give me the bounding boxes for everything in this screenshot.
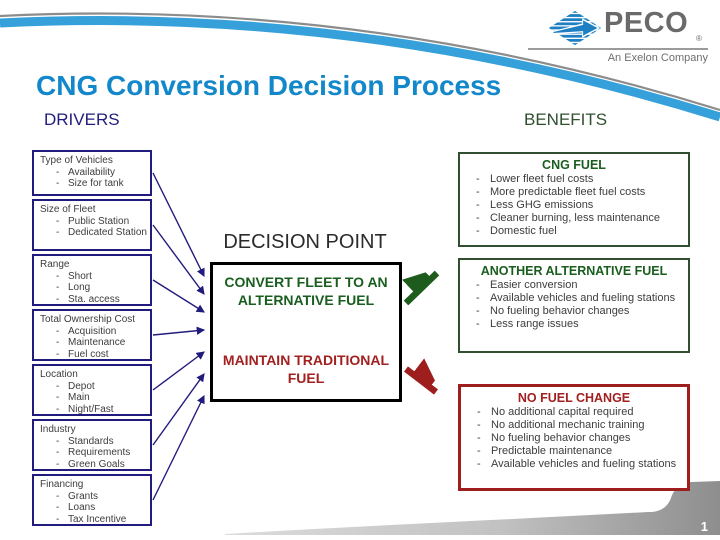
benefit-box-title: NO FUEL CHANGE	[517, 391, 631, 405]
list-item: -Main	[56, 392, 90, 403]
list-item: -Standards	[56, 435, 114, 447]
list-item: -Tax Incentive	[56, 513, 127, 525]
list-item: -Loans	[56, 502, 96, 513]
peco-diamond-icon	[548, 9, 602, 52]
list-item: -Acquisition	[56, 325, 117, 337]
list-item: -No additional mechanic training	[477, 419, 645, 431]
list-item: -No fueling behavior changes	[476, 305, 630, 317]
driver-box-total-ownership-cost: Total Ownership Cost -Acquisition -Maint…	[32, 309, 152, 361]
peco-brand-text: PECO	[604, 7, 689, 39]
list-item: -Fuel cost	[56, 348, 109, 360]
list-item: -Lower fleet fuel costs	[476, 173, 594, 185]
driver-box-range: Range -Short -Long -Sta. access	[32, 254, 152, 306]
drivers-label: DRIVERS	[44, 110, 120, 129]
list-item: -Size for tank	[56, 178, 124, 189]
maintain-option-text: MAINTAIN TRADITIONAL FUEL	[222, 351, 390, 386]
driver-box-title: Range	[40, 259, 70, 270]
decision-box: CONVERT FLEET TO AN ALTERNATIVE FUEL MAI…	[210, 262, 402, 402]
driver-box-title: Size of Fleet	[40, 204, 96, 215]
list-item: -No fueling behavior changes	[477, 432, 631, 444]
registered-mark: ®	[696, 34, 702, 43]
list-item: -Requirements	[56, 447, 131, 458]
list-item: -Less range issues	[476, 318, 579, 330]
driver-box-size-of-fleet: Size of Fleet -Public Station -Dedicated…	[32, 199, 152, 251]
list-item: -Night/Fast	[56, 403, 114, 415]
benefits-label: BENEFITS	[524, 110, 608, 129]
list-item: -Predictable maintenance	[477, 445, 613, 457]
driver-box-type-of-vehicles: Type of Vehicles -Availability -Size for…	[32, 150, 152, 196]
driver-box-financing: Financing -Grants -Loans -Tax Incentive	[32, 474, 152, 526]
list-item: -Available vehicles and fueling stations	[476, 292, 676, 304]
list-item: -Easier conversion	[476, 279, 578, 291]
list-item: -Availability	[56, 166, 116, 178]
list-item: -Public Station	[56, 215, 130, 227]
driver-box-title: Industry	[40, 424, 76, 435]
list-item: -More predictable fleet fuel costs	[476, 186, 646, 198]
benefit-box-another-alternative-fuel: ANOTHER ALTERNATIVE FUEL -Easier convers…	[458, 258, 690, 353]
page-number: 1	[700, 519, 708, 534]
decision-point-label: DECISION POINT	[223, 231, 387, 253]
maintain-arrow	[404, 369, 436, 395]
benefit-box-no-fuel-change: NO FUEL CHANGE -No additional capital re…	[458, 384, 690, 491]
list-item: -Available vehicles and fueling stations	[477, 458, 677, 470]
list-item: -Cleaner burning, less maintenance	[476, 212, 660, 224]
list-item: -Short	[56, 270, 92, 282]
driver-box-industry: Industry -Standards -Requirements -Green…	[32, 419, 152, 471]
driver-box-title: Location	[40, 369, 78, 380]
logo-divider	[528, 48, 708, 50]
logo-tagline: An Exelon Company	[607, 52, 708, 64]
driver-box-title: Total Ownership Cost	[40, 314, 136, 325]
list-item: -Long	[56, 282, 91, 293]
list-item: -Depot	[56, 380, 95, 392]
driver-box-title: Type of Vehicles	[40, 155, 113, 166]
list-item: -Dedicated Station	[56, 227, 147, 238]
list-item: -Less GHG emissions	[476, 199, 594, 211]
list-item: -Grants	[56, 490, 99, 502]
page-title: CNG Conversion Decision Process	[36, 70, 502, 101]
list-item: -Green Goals	[56, 458, 125, 470]
list-item: -Maintenance	[56, 337, 126, 348]
driver-box-location: Location -Depot -Main -Night/Fast	[32, 364, 152, 416]
peco-logo: PECO ® An Exelon Company	[528, 6, 712, 64]
driver-box-title: Financing	[40, 479, 84, 490]
list-item: -Domestic fuel	[476, 225, 557, 237]
convert-arrow	[406, 273, 440, 306]
benefit-box-title: ANOTHER ALTERNATIVE FUEL	[480, 264, 668, 278]
convert-option-text: CONVERT FLEET TO AN ALTERNATIVE FUEL	[224, 274, 388, 309]
drivers-column: Type of Vehicles -Availability -Size for…	[32, 150, 152, 526]
benefit-box-cng-fuel: CNG FUEL -Lower fleet fuel costs -More p…	[458, 152, 690, 247]
list-item: -No additional capital required	[477, 406, 634, 418]
benefit-box-title: CNG FUEL	[542, 158, 606, 172]
list-item: -Sta. access	[56, 293, 120, 305]
driver-arrows	[152, 172, 206, 501]
